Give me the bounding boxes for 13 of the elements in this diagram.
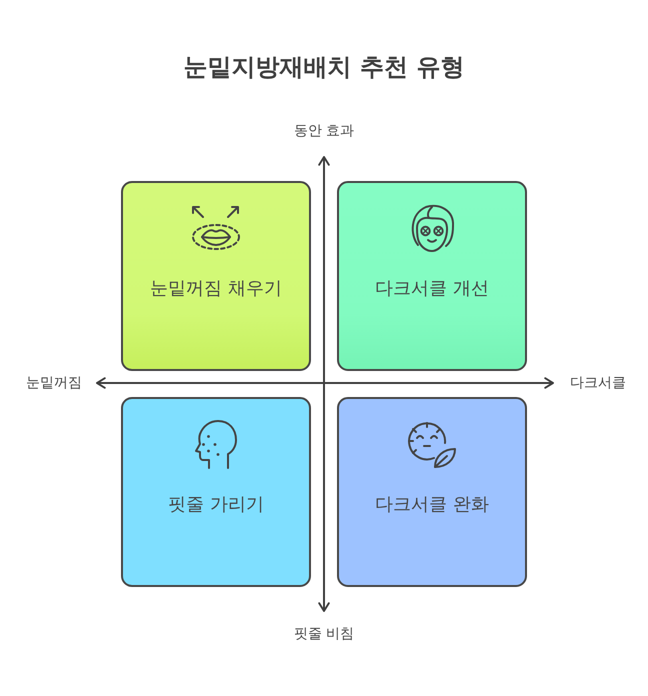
- quadrant-box: [121, 181, 311, 371]
- quadrant-label: 핏줄 가리기: [167, 493, 265, 517]
- quadrant-label: 다크서클 개선: [374, 277, 490, 301]
- axis-label: 눈밑꺼짐: [26, 374, 82, 393]
- axis-label: 동안 효과: [294, 122, 354, 141]
- quadrant-label: 눈밑꺼짐 채우기: [149, 277, 283, 301]
- quadrant-label: 다크서클 완화: [374, 493, 490, 517]
- axis-label: 핏줄 비침: [294, 625, 354, 644]
- title: 눈밑지방재배치 추천 유형: [182, 52, 466, 83]
- quadrant-box: [121, 397, 311, 587]
- quadrant-box: [337, 397, 527, 587]
- quadrant-box: [337, 181, 527, 371]
- axis-label: 다크서클: [570, 374, 626, 393]
